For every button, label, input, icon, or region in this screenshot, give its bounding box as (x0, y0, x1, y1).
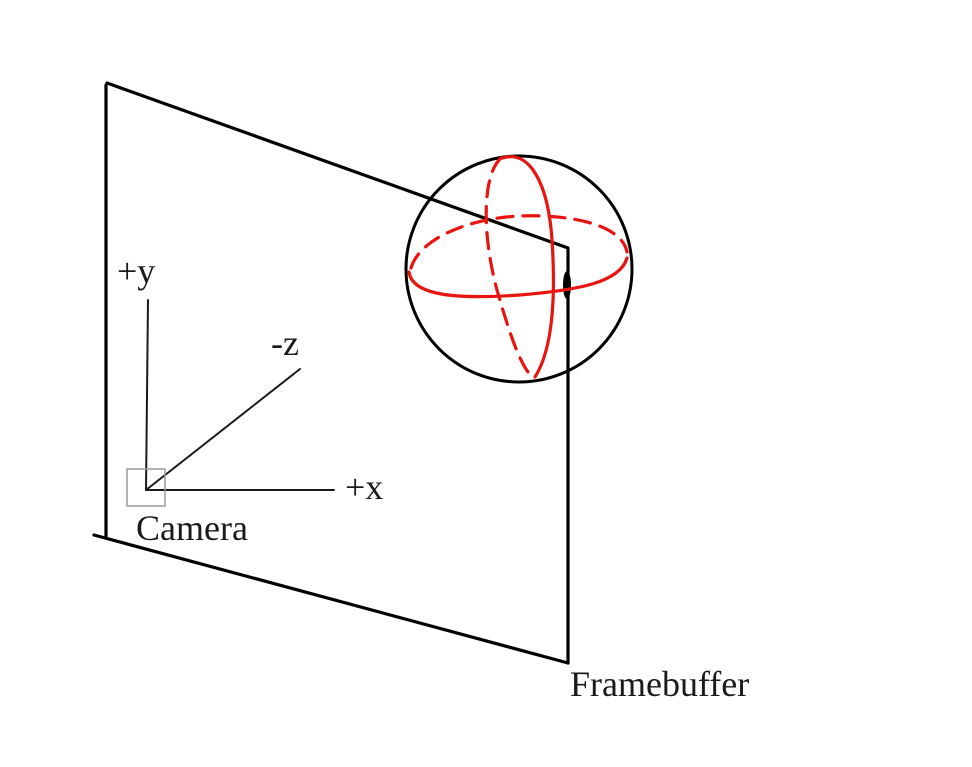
x-axis-label: +x (345, 467, 383, 507)
sphere-meridian-back (484, 156, 535, 380)
sphere-outline (404, 154, 634, 384)
camera-label: Camera (136, 508, 248, 548)
framebuffer-bottom-edge (92, 533, 570, 665)
sphere-great-circles (407, 155, 629, 380)
framebuffer-top-edge (105, 81, 570, 250)
z-axis-line (145, 368, 301, 491)
framebuffer-plane (92, 81, 571, 665)
y-axis-label: +y (117, 251, 155, 291)
z-axis-label: -z (271, 323, 299, 363)
sphere (404, 154, 634, 384)
framebuffer-corner-tick (563, 271, 571, 299)
camera-marker (126, 468, 166, 507)
sphere-equator-back (409, 214, 629, 270)
sphere-equator-front (407, 256, 629, 299)
y-axis-line (145, 299, 149, 491)
camera-axes (145, 299, 335, 491)
sphere-meridian-front (501, 155, 556, 379)
framebuffer-label: Framebuffer (570, 664, 749, 704)
